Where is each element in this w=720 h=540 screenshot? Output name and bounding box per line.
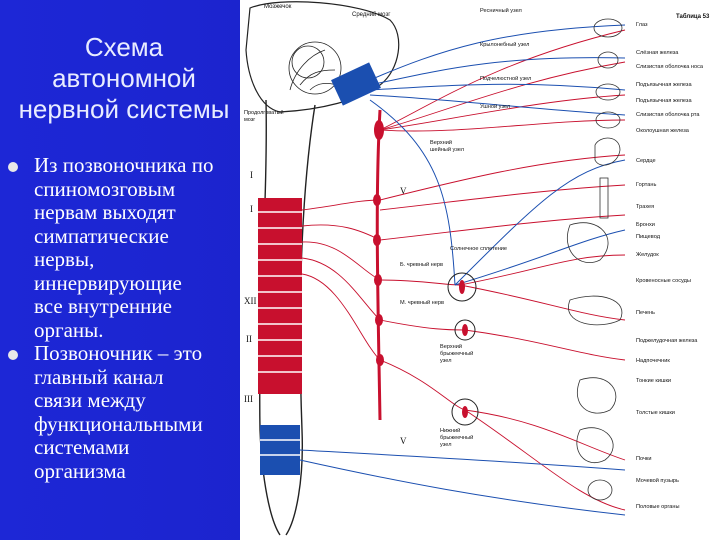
label-ushnoy-uzel: Ушной узел — [480, 104, 511, 110]
organ-label-slyoznaya: Слёзная железа — [636, 50, 679, 56]
bullet-dot-icon — [8, 162, 18, 172]
spine-roman-c5: V — [400, 186, 407, 196]
organ-label-podyaz-2: Подъязычная железа — [636, 98, 692, 104]
organ-label-nos: Слизистая оболочка носа — [636, 64, 703, 70]
bullet-line: все внутренние — [34, 294, 172, 318]
bullet-line: Из позвоночника по — [34, 153, 214, 177]
slide-title-line: Схема — [84, 32, 164, 62]
organ-icons — [567, 18, 623, 501]
label-b-chrevny-nerv: Б. чревный нерв — [400, 262, 443, 268]
bullet-line: нервам выходят — [34, 200, 176, 224]
label-sredniy-mozg: Средний мозг — [352, 12, 391, 18]
slide-title-line: автономной — [52, 63, 196, 93]
label-krylonebny-uzel: Крылонебный узел — [480, 42, 530, 48]
label-resnichny-uzel: Ресничный узел — [480, 8, 522, 14]
organ-label-serdtse: Сердце — [636, 158, 656, 164]
organ-label-pischevod: Пищевод — [636, 234, 660, 240]
spine-roman-l2: II — [246, 334, 252, 344]
bullet-line: симпатические — [34, 223, 169, 248]
bullet-line: организма — [34, 458, 126, 483]
cerebellum-icon — [288, 41, 342, 95]
organ-label-tonkie-kishki: Тонкие кишки — [636, 378, 672, 384]
sympathetic-thoracolumbar-segment — [258, 198, 302, 394]
table-label: Таблица 53 — [676, 14, 710, 20]
organ-label-okolousn: Околоушная железа — [636, 128, 689, 134]
organ-label-bronhi: Бронхи — [636, 222, 655, 228]
bullet-line: главный канал — [34, 364, 164, 389]
label-prodolg-mozg: Продолговатый мозг — [244, 110, 284, 123]
diagram-svg — [245, 1, 626, 536]
organ-label-gortan: Гортань — [636, 182, 657, 188]
sympathetic-fibers — [301, 29, 626, 511]
organ-label-pochki: Почки — [636, 456, 652, 462]
organ-label-sosudy: Кровеносные сосуды — [636, 278, 691, 284]
organ-label-podyaz-1: Подъязычная железа — [636, 82, 692, 88]
spine-roman-t1: I — [250, 204, 253, 214]
label-nizh-bryzh-uzel: Нижний брыжеечный узел — [440, 428, 474, 448]
label-podnizhnechel-uzel: Подчелюстной узел — [480, 76, 532, 82]
bullet-line: органы. — [34, 317, 104, 342]
organ-label-zheludok: Желудок — [636, 252, 659, 258]
organ-label-rot: Слизистая оболочка рта — [636, 112, 700, 118]
bullet-line: системами — [34, 435, 130, 459]
label-solnechnoe-spletenie: Солнечное сплетение — [450, 246, 508, 252]
organ-label-glaz: Глаз — [636, 22, 648, 28]
sacral-parasympathetic-segment — [260, 425, 300, 475]
label-m-chrevny-nerv: М. чревный нерв — [400, 300, 444, 306]
slide-title-line: нервной системы — [18, 94, 230, 124]
organ-label-podzheludochnaya: Поджелудочная железа — [636, 338, 698, 344]
spine-roman-l3: III — [244, 394, 253, 404]
brainstem-parasympathetic-block — [331, 62, 381, 106]
spine-roman-c1: I — [250, 170, 253, 180]
bullet-line: Позвоночник – это — [34, 341, 203, 365]
bullet-line: связи между — [34, 388, 146, 412]
bullet-line: функциональными — [34, 411, 203, 436]
spine-roman-t12: XII — [244, 296, 257, 306]
sympathetic-trunk — [375, 109, 382, 421]
label-mozzhechok: Мозжечок — [264, 4, 292, 10]
bullet-item: Из позвоночника по спиномозговым нервам … — [4, 153, 244, 342]
organ-label-tolstye-kishki: Толстые кишки — [636, 410, 675, 416]
spine-segment-lines — [258, 211, 302, 456]
slide-title: Схема автономной нервной системы — [0, 32, 248, 125]
organ-label-nadpochechnik: Надпочечник — [636, 358, 670, 364]
bullet-item: Позвоночник – это главный канал связи ме… — [4, 341, 244, 483]
organ-label-polovye: Половые органы — [636, 504, 680, 510]
parasympathetic-fibers — [299, 24, 626, 516]
nervous-system-diagram: Мозжечок Средний мозг Продолговатый мозг… — [240, 0, 720, 540]
organ-label-pechen: Печень — [636, 310, 655, 316]
spine-roman-s5: V — [400, 436, 407, 446]
bullet-dot-icon — [8, 350, 18, 360]
bullet-list: Из позвоночника по спиномозговым нервам … — [4, 153, 244, 483]
bullet-line: спиномозговым — [34, 176, 176, 201]
label-verkhniy-sheyny-uzel: Верхний шейный узел — [430, 140, 464, 153]
sympathetic-chain-ganglia — [373, 120, 384, 366]
organ-label-traheya: Трахея — [636, 204, 655, 210]
bullet-line: нервы, — [34, 247, 95, 271]
bullet-line: иннервирующие — [34, 270, 182, 295]
organ-label-mochevoy-puzyr: Мочевой пузырь — [636, 478, 679, 484]
prevertebral-ganglia — [447, 272, 479, 426]
label-verkh-bryzh-uzel: Верхний брыжеечный узел — [440, 344, 474, 364]
